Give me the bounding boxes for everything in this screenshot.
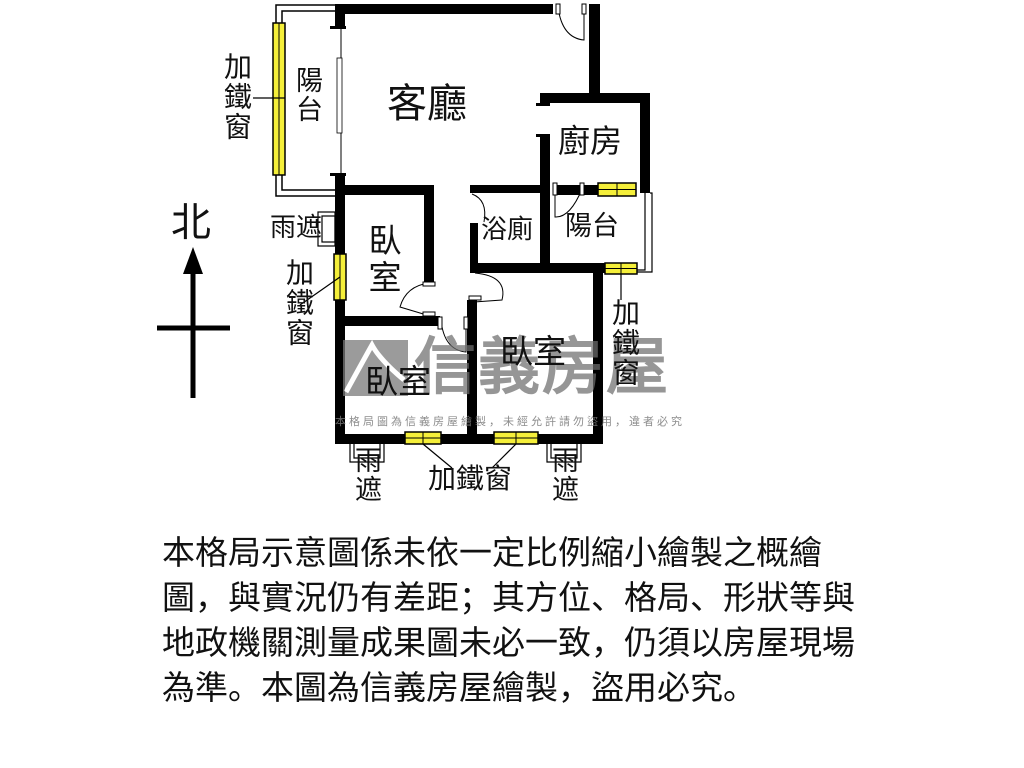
room-label-bedroom-southwest: 臥室 <box>365 362 431 401</box>
walls <box>335 4 650 444</box>
balcony-sliding-door <box>330 26 346 176</box>
north-bedroom-door <box>399 282 431 317</box>
annotation-rain-shelter-south-left: 雨遮 <box>350 446 381 504</box>
room-label-balcony-east: 陽台 <box>565 211 619 242</box>
rain-shelter-west <box>317 211 336 247</box>
disclaimer: 本格局示意圖係未依一定比例縮小繪製之概繪圖，與實況仍有差距；其方位、格局、形狀等… <box>162 530 874 710</box>
iron-window-south-right <box>491 431 539 469</box>
annotation-rain-shelter-south-right: 雨遮 <box>547 446 578 504</box>
watermark-logo-icon <box>343 339 408 396</box>
floor-plan-drawing <box>157 3 653 469</box>
iron-window-mid-west <box>299 253 347 306</box>
rain-shelter-south-left <box>349 444 385 463</box>
room-label-bedroom-north: 臥室 <box>363 223 402 297</box>
entrance-door <box>557 6 585 41</box>
iron-window-west <box>253 22 286 176</box>
room-label-balcony-west: 陽台 <box>291 66 322 124</box>
compass-north-label: 北 <box>171 200 211 246</box>
bathroom-door <box>471 193 486 223</box>
annotation-iron-window-south: 加鐵窗 <box>428 462 513 495</box>
annotation-iron-window-west: 加鐵窗 <box>220 52 253 142</box>
room-label-living-room: 客廳 <box>387 81 467 127</box>
watermark-brand: 信義房屋 <box>414 330 671 403</box>
disclaimer-text: 本格局示意圖係未依一定比例縮小繪製之概繪圖，與實況仍有差距；其方位、格局、形狀等… <box>162 533 855 707</box>
iron-window-kitchen-balcony <box>597 182 637 197</box>
room-label-bathroom: 浴廁 <box>481 215 534 245</box>
annotation-rain-shelter-west: 雨遮 <box>270 213 323 243</box>
floor-plan: 信義房屋 本格局圖為信義房屋繪製，未經允許請勿盜用，違者必究 客廳 廚房 陽台 … <box>157 3 685 504</box>
kitchen-balcony-door <box>554 188 583 218</box>
iron-window-south-left <box>404 431 453 469</box>
room-label-bedroom-southeast: 臥室 <box>500 332 566 371</box>
watermark-notice: 本格局圖為信義房屋繪製，未經允許請勿盜用，違者必究 <box>335 415 685 428</box>
se-bedroom-door <box>473 272 504 303</box>
rain-shelter-south-right <box>546 444 582 463</box>
compass-icon <box>157 247 230 398</box>
annotation-iron-window-east: 加鐵窗 <box>608 298 641 388</box>
iron-window-east <box>604 262 638 300</box>
doors <box>399 3 587 353</box>
east-balcony-outline <box>636 192 653 273</box>
room-label-kitchen: 廚房 <box>558 122 623 160</box>
annotation-iron-window-mid-west: 加鐵窗 <box>282 258 315 348</box>
